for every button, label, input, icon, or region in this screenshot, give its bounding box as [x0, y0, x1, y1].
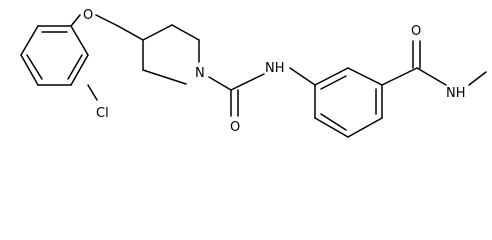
atom-chlorine: Cl: [96, 106, 109, 121]
bond-ether-o-piperidine: [95, 14, 119, 27]
bond-ring-ether-o: [70, 14, 81, 27]
amide-carbonyl: [412, 40, 421, 69]
piperidine-ring: [117, 24, 200, 85]
bond-nh-benzene: [289, 67, 316, 86]
bond-carbonyl-nh: [230, 73, 265, 91]
molecule-structure-diagram: O Cl N O NH: [20, 8, 487, 138]
bond-benzene-amide: [381, 67, 418, 86]
bond-amide-nh: [416, 67, 447, 86]
bond-n-carbonyl: [208, 76, 232, 91]
atom-oxygen-amide: O: [411, 24, 421, 39]
atom-oxygen-urea: O: [230, 120, 240, 135]
bond-nh-methyl: [468, 71, 487, 86]
atom-nitrogen-ring: N: [195, 66, 205, 81]
bond-ring-cl: [87, 84, 98, 101]
atom-oxygen-ether: O: [83, 8, 93, 23]
urea-carbonyl: [230, 89, 239, 117]
chlorophenyl-ring: [20, 25, 89, 86]
benzene-ring: [314, 67, 383, 138]
atom-nitrogen-urea: NH: [265, 61, 285, 76]
atom-nitrogen-amide: NH: [446, 86, 466, 101]
